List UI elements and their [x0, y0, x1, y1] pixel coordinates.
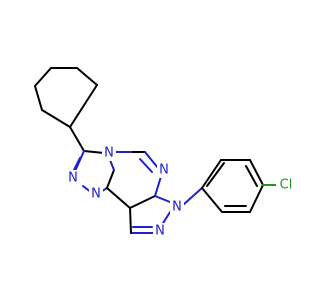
atom-n-pyrimidine-right: N — [159, 163, 169, 178]
chlorophenyl-ring — [201, 159, 264, 213]
atom-labels: N N N N N N Cl — [66, 145, 298, 239]
atom-n-triazole-bottom: N — [91, 187, 101, 202]
atom-n-triazole-top: N — [104, 146, 114, 161]
atom-chlorine: Cl — [280, 178, 293, 193]
bond-n-aryl — [182, 187, 203, 206]
pyrimidine-ring — [106, 151, 164, 209]
molecule-structure: N N N N N N Cl — [34, 67, 298, 239]
bond-cyclohexyl-triazole — [69, 126, 85, 152]
atom-n-pyrazole-aryl: N — [172, 200, 182, 215]
atom-n-triazole-left: N — [68, 171, 78, 186]
atom-n-pyrazole-bottom: N — [155, 224, 165, 239]
cyclohexyl-ring — [34, 67, 98, 128]
